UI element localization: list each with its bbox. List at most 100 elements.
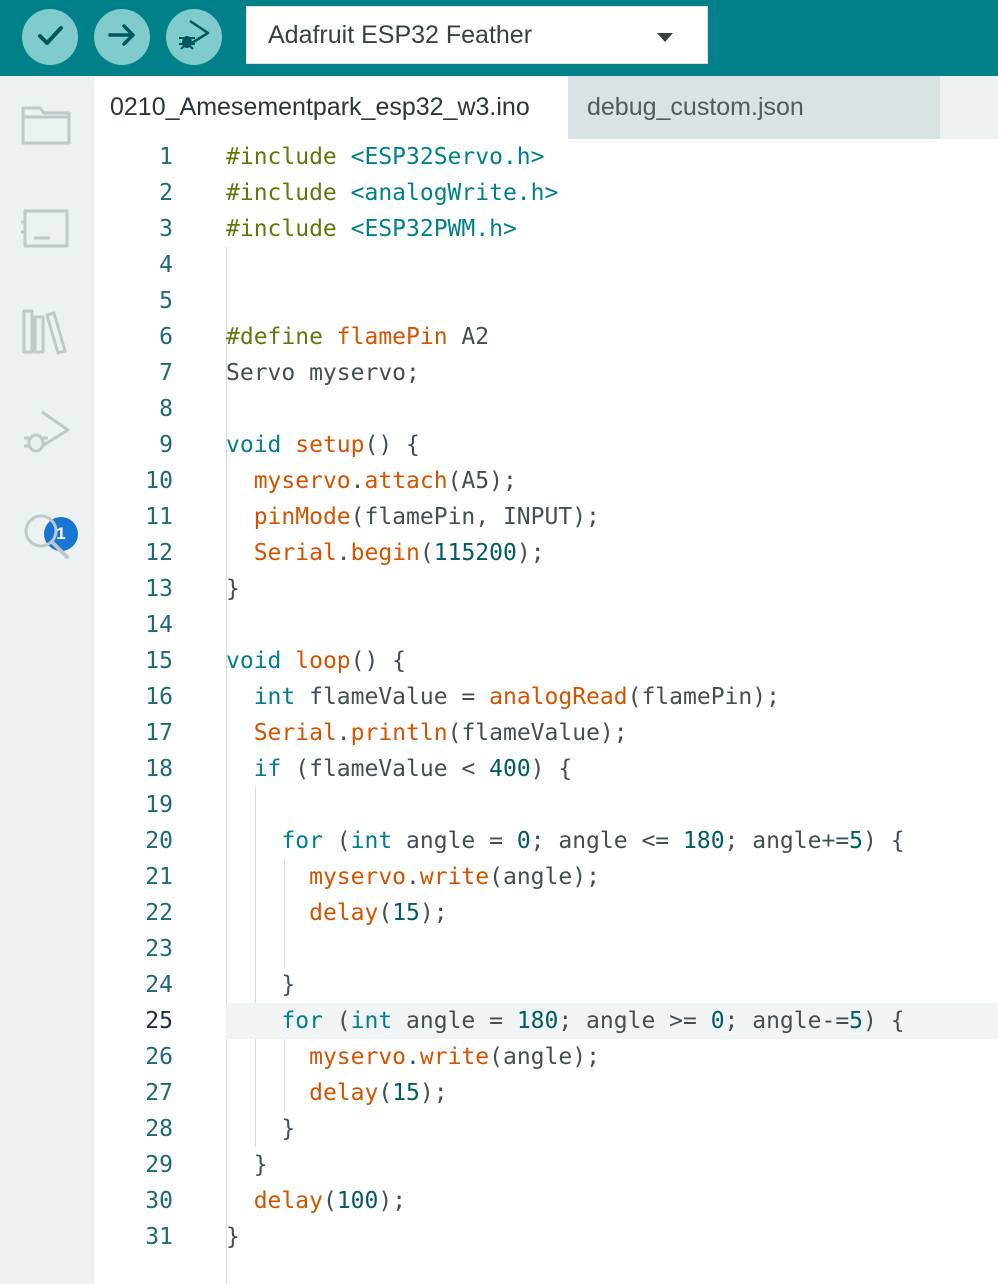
code-token: (flameValue); xyxy=(447,720,628,746)
code-line[interactable]: 4 xyxy=(94,247,998,283)
sidebar-item-library-manager[interactable] xyxy=(18,304,74,360)
code-token: for xyxy=(281,1008,323,1034)
code-token: ); xyxy=(516,540,545,566)
code-line[interactable]: 28 } xyxy=(94,1111,998,1147)
code-line[interactable]: 13} xyxy=(94,571,998,607)
line-number: 6 xyxy=(159,324,173,350)
sidebar-item-debug[interactable] xyxy=(18,406,74,462)
sidebar-item-search[interactable] xyxy=(18,510,74,566)
code-token: Serial xyxy=(253,720,337,746)
indent-guide xyxy=(226,247,227,1284)
code-line[interactable]: 16 int flameValue = analogRead(flamePin)… xyxy=(94,679,998,715)
code-line[interactable]: 21 myservo.write(angle); xyxy=(94,859,998,895)
tab-sketch[interactable]: 0210_Amesementpark_esp32_w3.ino xyxy=(94,76,568,139)
code-line[interactable]: 31} xyxy=(94,1219,998,1255)
code-token xyxy=(226,1080,309,1106)
tab-debug-custom-json[interactable]: debug_custom.json xyxy=(568,76,940,139)
code-line[interactable]: 14 xyxy=(94,607,998,643)
code-token: setup xyxy=(295,432,365,458)
code-token: myservo xyxy=(253,468,351,494)
debug-button[interactable] xyxy=(166,9,222,65)
line-number: 11 xyxy=(145,504,173,530)
code-line[interactable]: 24 } xyxy=(94,967,998,1003)
code-line[interactable]: 22 delay(15); xyxy=(94,895,998,931)
code-token: ; angle+= xyxy=(724,828,850,854)
code-token: void xyxy=(226,648,282,674)
line-number: 31 xyxy=(145,1224,173,1250)
verify-button[interactable] xyxy=(22,9,78,65)
line-number: 24 xyxy=(145,972,173,998)
line-number: 12 xyxy=(145,540,173,566)
code-token: ) { xyxy=(863,1008,905,1034)
code-line[interactable]: 3#include <ESP32PWM.h> xyxy=(94,211,998,247)
indent-guide xyxy=(284,1039,285,1111)
code-token: loop xyxy=(295,648,351,674)
code-line[interactable]: 23 xyxy=(94,931,998,967)
code-token: flamePin xyxy=(336,324,448,350)
code-token: } xyxy=(226,1116,296,1142)
board-label: Adafruit ESP32 Feather xyxy=(268,20,533,49)
code-line[interactable]: 6#define flamePin A2 xyxy=(94,319,998,355)
tab-label: debug_custom.json xyxy=(587,93,804,121)
code-token: angle = xyxy=(392,828,517,854)
code-token: 0 xyxy=(710,1008,725,1034)
code-line[interactable]: 25 for (int angle = 180; angle >= 0; ang… xyxy=(94,1003,998,1039)
code-line[interactable]: 27 delay(15); xyxy=(94,1075,998,1111)
code-text: delay(15); xyxy=(226,895,448,931)
code-token: flameValue = xyxy=(295,684,490,710)
code-token: void xyxy=(226,432,282,458)
line-number: 21 xyxy=(145,864,173,890)
debug-badge: 1 xyxy=(44,517,78,551)
chevron-down-icon xyxy=(657,33,673,42)
code-token xyxy=(226,468,254,494)
code-line[interactable]: 11 pinMode(flamePin, INPUT); xyxy=(94,499,998,535)
code-text: Serial.println(flameValue); xyxy=(226,715,628,751)
code-line[interactable]: 17 Serial.println(flameValue); xyxy=(94,715,998,751)
line-number: 3 xyxy=(159,216,173,242)
code-line[interactable]: 20 for (int angle = 0; angle <= 180; ang… xyxy=(94,823,998,859)
sidebar-item-sketchbook[interactable] xyxy=(18,98,74,154)
code-line[interactable]: 10 myservo.attach(A5); xyxy=(94,463,998,499)
code-line[interactable]: 2#include <analogWrite.h> xyxy=(94,175,998,211)
code-token: ; angle-= xyxy=(724,1008,850,1034)
code-token: ); xyxy=(419,900,448,926)
code-token: . xyxy=(336,540,351,566)
line-number: 16 xyxy=(145,684,173,710)
upload-button[interactable] xyxy=(94,9,150,65)
code-token: ) { xyxy=(863,828,905,854)
code-token: } xyxy=(226,972,296,998)
code-token: (flamePin); xyxy=(627,684,780,710)
code-line[interactable]: 29 } xyxy=(94,1147,998,1183)
code-token xyxy=(226,684,254,710)
line-number: 23 xyxy=(145,936,173,962)
code-line[interactable]: 26 myservo.write(angle); xyxy=(94,1039,998,1075)
code-line[interactable]: 19 xyxy=(94,787,998,823)
code-token: . xyxy=(350,468,365,494)
code-token: ); xyxy=(419,1080,448,1106)
sidebar-item-boards-manager[interactable] xyxy=(18,202,74,258)
code-editor[interactable]: 1#include <ESP32Servo.h>2#include <analo… xyxy=(94,139,998,1284)
code-token: } xyxy=(226,576,240,602)
line-number: 28 xyxy=(145,1116,173,1142)
board-selector[interactable]: Adafruit ESP32 Feather xyxy=(246,6,708,64)
code-text: void setup() { xyxy=(226,427,420,463)
code-line[interactable]: 8 xyxy=(94,391,998,427)
code-token: write xyxy=(419,864,490,890)
code-token: (angle); xyxy=(489,1044,600,1070)
code-line[interactable]: 1#include <ESP32Servo.h> xyxy=(94,139,998,175)
code-token: <ESP32PWM.h> xyxy=(350,216,517,242)
code-token xyxy=(226,900,309,926)
code-line[interactable]: 18 if (flameValue < 400) { xyxy=(94,751,998,787)
indent-guide xyxy=(284,859,285,967)
code-line[interactable]: 5 xyxy=(94,283,998,319)
code-token: ( xyxy=(322,1188,337,1214)
search-icon xyxy=(20,510,72,567)
code-line[interactable]: 12 Serial.begin(115200); xyxy=(94,535,998,571)
code-text: #include <analogWrite.h> xyxy=(226,175,558,211)
code-line[interactable]: 30 delay(100); xyxy=(94,1183,998,1219)
code-text: if (flameValue < 400) { xyxy=(226,751,573,787)
code-token: println xyxy=(350,720,448,746)
